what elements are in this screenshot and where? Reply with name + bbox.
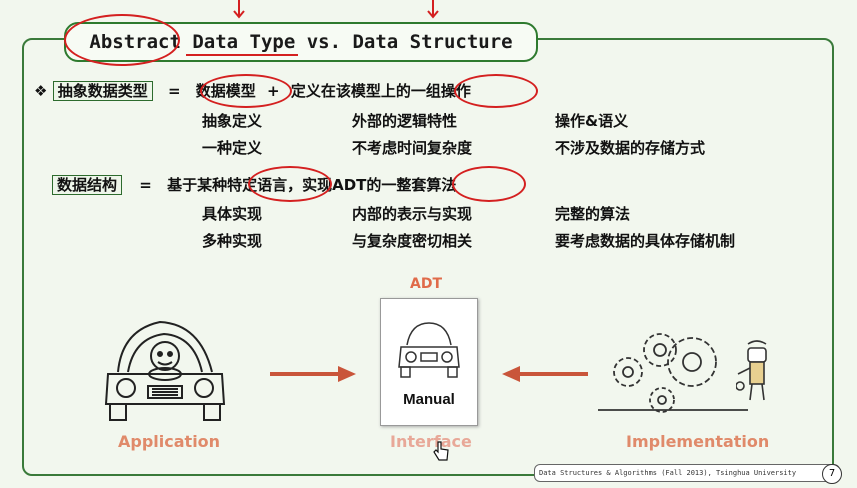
adt-manual-card: Manual [380, 298, 478, 426]
application-label: Application [118, 432, 221, 451]
ds-cell: 内部的表示与实现 [352, 205, 473, 223]
right-arrow-icon [270, 366, 356, 382]
page-number: 7 [822, 464, 842, 484]
gears-icon [598, 333, 748, 413]
adt-cell: 不考虑时间复杂度 [352, 139, 473, 157]
interface-label: Interface [390, 432, 472, 451]
ds-cell: 具体实现 [202, 205, 263, 223]
car-driver-icon [104, 320, 226, 421]
ds-text-d: 套算法 [411, 176, 457, 194]
left-arrow-icon [502, 366, 588, 382]
slide-footer: Data Structures & Algorithms (Fall 2013)… [534, 464, 840, 482]
adt-cell: 外部的逻辑特性 [352, 112, 458, 130]
title-box: Abstract Data Type vs. Data Structure [64, 22, 538, 62]
annotation-underline [186, 54, 298, 56]
ds-text-b: 特定语言 [227, 176, 288, 194]
bullet-icon: ❖ [34, 82, 48, 100]
ds-cell: 与复杂度密切相关 [352, 232, 473, 250]
ds-term: 数据结构 [52, 175, 123, 195]
implementation-label: Implementation [626, 432, 770, 451]
ds-text-c: ，实现ADT的一整 [287, 176, 412, 194]
cursor-hand-icon [433, 441, 449, 461]
car-manual-icon [398, 322, 460, 378]
slide-title: Abstract Data Type vs. Data Structure [89, 31, 513, 53]
data-model-text: 数据模型 [195, 82, 256, 100]
adt-label: ADT [410, 276, 443, 292]
adt-term: 抽象数据类型 [52, 81, 153, 101]
equals-sign: = [139, 176, 152, 194]
plus-sign: + [267, 82, 280, 100]
operations-text-b: 一组操作 [410, 82, 471, 100]
ds-cell: 完整的算法 [555, 205, 631, 223]
ds-text-a: 基于某种 [167, 176, 228, 194]
adt-definition-row: ❖ 抽象数据类型 = 数据模型 + 定义在该模型上的一组操作 [34, 80, 471, 101]
adt-cell: 不涉及数据的存储方式 [555, 139, 706, 157]
adt-cell: 操作&语义 [555, 112, 629, 130]
ds-definition-row: 数据结构 = 基于某种特定语言，实现ADT的一整套算法 [52, 174, 456, 195]
adt-cell: 一种定义 [202, 139, 263, 157]
robot-icon [736, 340, 767, 401]
adt-cell: 抽象定义 [202, 112, 263, 130]
ds-cell: 多种实现 [202, 232, 263, 250]
annotation-arrow-icon [233, 0, 245, 19]
equals-sign: = [167, 82, 181, 100]
operations-text-a: 定义在该模型上的 [290, 82, 411, 100]
manual-label: Manual [403, 391, 455, 408]
annotation-arrow-icon [427, 0, 439, 19]
ds-cell: 要考虑数据的具体存储机制 [555, 232, 736, 250]
